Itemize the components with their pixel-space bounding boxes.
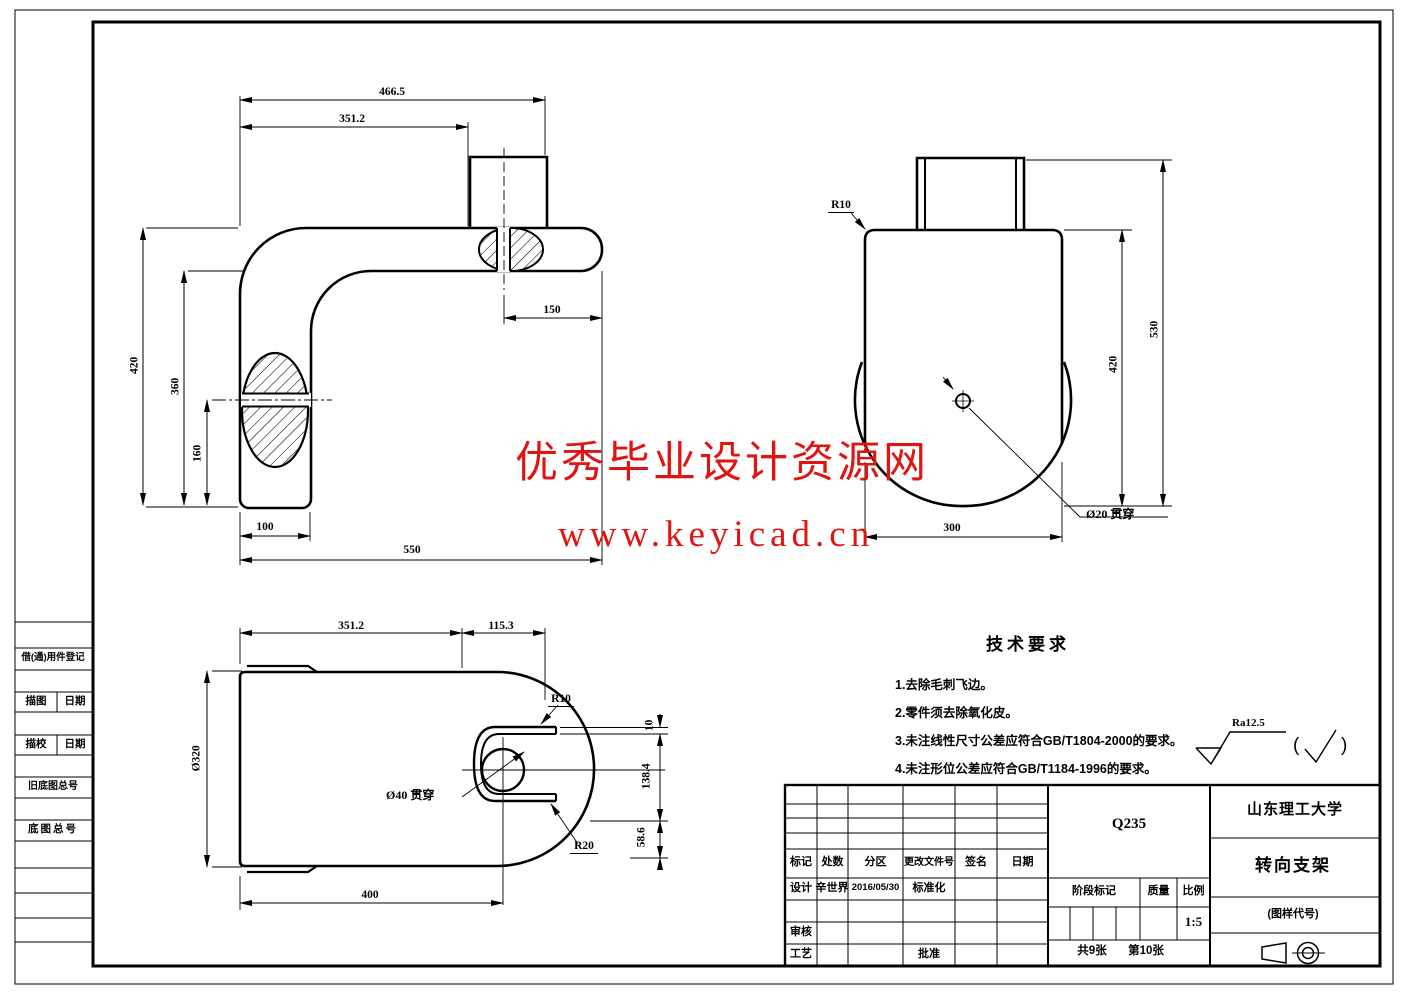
roughness-paren-close: ) <box>1341 735 1348 756</box>
roughness-paren-open: ( <box>1293 735 1300 756</box>
tb-drawing-code-label: (图样代号) <box>1267 908 1319 920</box>
tech-requirement-item: 1.去除毛刺飞边。 <box>895 678 993 692</box>
tb-process-label: 工艺 <box>790 948 812 960</box>
dim-160: 160 <box>191 444 204 462</box>
roughness-symbol <box>1195 729 1337 766</box>
tb-part-name: 转向支架 <box>1255 856 1331 875</box>
tb-zone-label: 分区 <box>864 856 887 868</box>
margin-base-label: 底图总号 <box>28 823 78 835</box>
radius-label-r10-top: R10 <box>548 693 574 707</box>
tb-date-label: 日期 <box>1011 856 1034 868</box>
title-block-grid <box>783 783 1382 968</box>
tb-change-doc-label: 更改文件号 <box>904 857 954 868</box>
margin-tracing-date-label: 日期 <box>64 695 86 707</box>
projection-symbol-icon <box>1261 941 1325 965</box>
margin-proof-date-label: 日期 <box>64 738 86 750</box>
tb-count-label: 处数 <box>821 856 844 868</box>
tech-requirement-item: 4.未注形位公差应符合GB/T1184-1996的要求。 <box>895 762 1157 776</box>
tb-weight-label: 质量 <box>1147 885 1170 897</box>
tb-material: Q235 <box>1111 816 1147 832</box>
tb-stage-label: 阶段标记 <box>1072 885 1116 897</box>
tech-requirement-item: 2.零件须去除氧化皮。 <box>895 706 1018 720</box>
tb-sheet-number: 第10张 <box>1128 945 1164 957</box>
tech-requirement-item: 3.未注线性尺寸公差应符合GB/T1804-2000的要求。 <box>895 734 1183 748</box>
dim-dia320: Ø320 <box>190 745 203 772</box>
dim-351-2-top: 351.2 <box>338 620 364 632</box>
tb-design-date: 2016/05/30 <box>851 882 900 893</box>
margin-proof-label: 描校 <box>25 738 47 750</box>
dim-351-2-side: 351.2 <box>339 113 365 125</box>
dim-10: 10 <box>643 719 656 732</box>
dim-115-3: 115.3 <box>488 620 514 632</box>
margin-tracing-label: 描图 <box>25 695 47 707</box>
roughness-value: Ra12.5 <box>1232 717 1265 729</box>
hole-label-dia20: Ø20 贯穿 <box>1086 507 1135 521</box>
side-view <box>140 96 604 565</box>
sheet-borders <box>14 9 1394 985</box>
margin-column-grid <box>15 621 93 943</box>
margin-borrow-label: 借(通)用件登记 <box>21 652 85 663</box>
tb-approve-label: 批准 <box>918 948 940 960</box>
radius-label-r10-front: R10 <box>828 199 854 213</box>
dim-138-4: 138.4 <box>640 763 653 790</box>
dim-530: 530 <box>1148 320 1161 338</box>
tb-sign-label: 签名 <box>965 856 987 868</box>
check-icon <box>1304 729 1337 764</box>
dim-58-6: 58.6 <box>635 827 648 848</box>
watermark-line2: www.keyicad.cn <box>558 514 875 555</box>
dim-100: 100 <box>256 521 274 533</box>
dim-150: 150 <box>543 304 561 316</box>
margin-old-base-label: 旧底图总号 <box>28 781 78 792</box>
radius-label-r20: R20 <box>570 840 598 854</box>
tb-designer-name: 辛世界 <box>815 882 849 894</box>
dim-550: 550 <box>403 544 421 556</box>
tb-standardization-label: 标准化 <box>912 882 946 894</box>
watermark-line1: 优秀毕业设计资源网 <box>515 440 929 487</box>
dim-420-front: 420 <box>1107 355 1120 373</box>
dim-466-5: 466.5 <box>379 86 405 98</box>
dim-300: 300 <box>943 522 961 534</box>
tb-mark-label: 标记 <box>790 856 812 868</box>
tb-scale-label: 比例 <box>1182 885 1205 897</box>
tb-check-label: 审核 <box>790 926 812 938</box>
front-view <box>850 156 1172 542</box>
tb-scale-value: 1:5 <box>1184 914 1203 929</box>
tb-design-label: 设计 <box>790 882 812 894</box>
tb-university: 山东理工大学 <box>1246 801 1343 818</box>
dim-360: 360 <box>169 377 182 395</box>
hole-label-dia40: Ø40 贯穿 <box>386 788 435 802</box>
tb-sheet-total: 共9张 <box>1077 945 1107 957</box>
tech-requirements-title: 技术要求 <box>986 635 1070 654</box>
dim-420-side: 420 <box>128 356 141 374</box>
top-view <box>204 628 668 910</box>
dim-400: 400 <box>361 889 379 901</box>
